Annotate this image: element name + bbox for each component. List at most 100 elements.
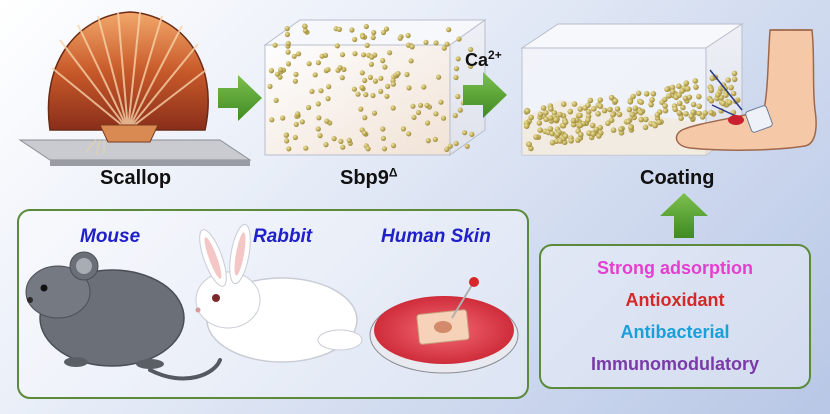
particle — [319, 53, 325, 59]
particle — [537, 111, 544, 118]
particle — [597, 103, 604, 109]
particle — [274, 71, 280, 77]
particle — [359, 70, 365, 76]
particle — [597, 97, 603, 103]
particle — [453, 140, 459, 147]
particle — [406, 131, 412, 137]
sbp9-box — [263, 19, 487, 156]
particle — [696, 103, 702, 110]
particle — [383, 26, 390, 32]
particle — [570, 117, 577, 124]
arrow-1 — [218, 75, 262, 121]
particle — [293, 71, 299, 77]
particle — [638, 109, 644, 116]
particle — [720, 100, 726, 107]
particle — [616, 111, 623, 118]
particle — [664, 86, 670, 93]
particle — [670, 88, 676, 95]
particle — [457, 107, 463, 113]
particle — [292, 78, 298, 84]
particle — [567, 108, 574, 115]
particle — [585, 117, 591, 123]
particle — [409, 44, 415, 50]
particle — [315, 101, 321, 107]
coating-label: Coating — [640, 167, 715, 189]
particle — [669, 84, 676, 91]
particle — [433, 40, 439, 46]
particle — [666, 93, 672, 99]
particle — [452, 112, 458, 119]
coating-box — [520, 23, 744, 156]
particle — [551, 110, 558, 116]
arrow-2 — [463, 72, 507, 118]
particle — [635, 90, 642, 97]
particle — [355, 91, 361, 97]
arrow-up — [660, 193, 708, 238]
particle — [337, 65, 343, 71]
particle — [325, 96, 331, 102]
particle — [629, 111, 636, 118]
particle — [390, 105, 396, 111]
particle — [618, 126, 624, 133]
particle — [283, 132, 289, 138]
particle — [630, 93, 636, 100]
particle — [547, 126, 554, 132]
particle — [361, 52, 367, 58]
particle — [638, 116, 644, 123]
particle — [547, 115, 554, 121]
particle — [346, 137, 352, 143]
particle — [608, 94, 615, 101]
property-immunomodulatory: Immunomodulatory — [590, 354, 759, 374]
particle — [610, 127, 617, 133]
particle — [338, 138, 344, 144]
particle — [318, 88, 324, 94]
particle — [678, 115, 684, 121]
particle — [363, 92, 369, 98]
particle — [418, 102, 424, 108]
particle — [627, 99, 634, 105]
particle — [676, 83, 682, 89]
particle — [693, 84, 699, 90]
particle — [432, 136, 438, 142]
particle — [715, 92, 721, 98]
particle — [543, 116, 549, 123]
particle — [295, 111, 301, 117]
particle — [380, 135, 386, 141]
particle — [411, 114, 417, 120]
particle — [306, 61, 312, 67]
foot-illustration — [675, 29, 817, 151]
property-strong-adsorption: Strong adsorption — [597, 258, 753, 278]
particle — [395, 71, 401, 77]
particle — [709, 75, 716, 82]
particle — [404, 71, 410, 78]
particle — [723, 92, 729, 98]
particle — [363, 23, 369, 30]
particle — [390, 81, 396, 87]
particle — [554, 131, 561, 138]
particle — [688, 113, 694, 120]
particle — [632, 105, 639, 111]
property-antioxidant: Antioxidant — [625, 290, 725, 310]
particle — [315, 60, 321, 66]
particle — [540, 105, 547, 111]
particle — [652, 122, 658, 129]
particle — [380, 126, 386, 132]
particle — [596, 133, 602, 139]
particle — [690, 109, 696, 115]
mouse-label: Mouse — [80, 226, 141, 247]
particle — [406, 85, 412, 91]
particle — [378, 75, 384, 81]
petri-dish-illustration — [369, 277, 519, 374]
particle — [680, 104, 686, 111]
particle — [625, 118, 632, 125]
particle — [690, 101, 697, 108]
particle — [286, 146, 292, 152]
particle — [364, 42, 370, 49]
particle — [548, 106, 554, 112]
rabbit-illustration — [195, 223, 363, 363]
rabbit-label: Rabbit — [253, 226, 313, 247]
particle — [312, 72, 318, 78]
particle — [676, 100, 683, 107]
particle — [302, 28, 308, 34]
sbp9-label: Sbp9Δ — [340, 165, 398, 189]
